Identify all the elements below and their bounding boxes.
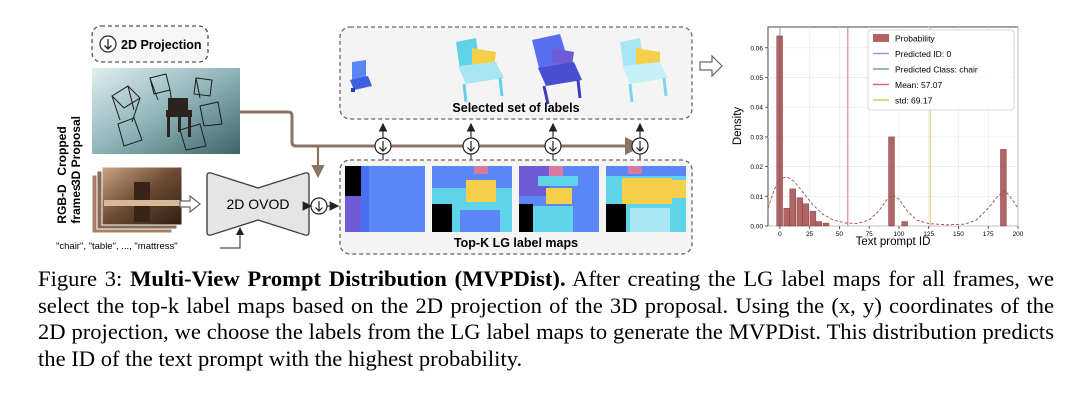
legend-entry: Predicted ID: 0	[895, 49, 951, 59]
density-bar	[783, 207, 790, 227]
y-tick-label: 0.06	[750, 45, 763, 52]
figure-caption: Figure 3: Multi-View Prompt Distribution…	[38, 266, 1054, 372]
x-tick-label: 150	[953, 231, 964, 238]
y-tick-label: 0.03	[750, 134, 763, 141]
selected-labels-panel: Selected set of labels	[339, 26, 693, 120]
y-tick-label: 0.02	[750, 164, 763, 171]
side-label-frames: frames	[69, 184, 83, 224]
side-label-proposal: 3D Proposal	[69, 116, 83, 186]
selected-label-chair-2	[456, 38, 504, 103]
density-bar	[789, 188, 796, 227]
proposal-image	[92, 68, 240, 154]
side-label-rgbd: RGB-D	[55, 184, 69, 224]
selected-labels-caption: Selected set of labels	[452, 101, 579, 115]
density-bar	[796, 197, 804, 227]
label-map-1	[345, 166, 425, 232]
x-tick-label: 100	[894, 231, 905, 238]
label-map-3	[519, 166, 599, 232]
legend-entry: std: 69.17	[895, 96, 933, 106]
y-tick-label: 0.01	[750, 194, 763, 201]
x-tick-label: 25	[806, 231, 814, 238]
legend-entry: Mean: 57.07	[895, 80, 943, 90]
density-bar	[822, 222, 830, 227]
density-bar	[802, 203, 809, 227]
projection-badge: 2D Projection	[91, 25, 209, 63]
selected-label-chair-4	[620, 38, 668, 103]
y-axis-label: Density	[732, 107, 744, 146]
x-tick-label: 125	[923, 231, 934, 238]
ovod-block: 2D OVOD	[206, 172, 310, 236]
density-bar	[888, 136, 895, 227]
caption-title: Multi-View Prompt Distribution (MVPDist)…	[130, 266, 566, 291]
figure-3: 2D Projection Cropped 3D Proposal RGB-D …	[55, 25, 1024, 255]
pipeline-diagram: 2D Projection Cropped 3D Proposal RGB-D …	[55, 25, 1024, 255]
topk-label-maps-panel: Top-K LG label maps	[339, 159, 693, 255]
tick-layer: 0.00 0.01 0.02 0.03 0.04 0.05 0.06 0 25 50 75 100 12…	[750, 45, 1023, 238]
side-label-cropped: Cropped	[55, 126, 69, 175]
projection-badge-label: 2D Projection	[121, 38, 202, 52]
density-bar	[901, 221, 908, 227]
x-tick-label: 50	[836, 231, 844, 238]
caption-prefix: Figure 3:	[38, 266, 131, 291]
y-tick-label: 0.05	[750, 75, 763, 82]
rgbd-frames-stack	[91, 166, 183, 234]
x-tick-label: 0	[778, 231, 782, 238]
y-tick-label: 0.00	[750, 224, 763, 231]
projection-flow-line	[240, 110, 643, 155]
density-bar	[776, 35, 783, 227]
topk-caption: Top-K LG label maps	[454, 236, 578, 250]
x-axis-label: Text prompt ID	[856, 236, 931, 248]
ovod-label: 2D OVOD	[226, 196, 289, 212]
y-tick-label: 0.04	[750, 105, 763, 112]
bar-layer	[776, 35, 1007, 227]
kde-layer	[767, 176, 1019, 226]
mvpdist-chart: 0.00 0.01 0.02 0.03 0.04 0.05 0.06 0 25 50 75 100 12…	[732, 26, 1024, 248]
kde-curve	[767, 176, 1019, 226]
caption-body: After creating the LG label maps for all…	[38, 266, 1054, 371]
density-bar	[809, 210, 817, 227]
x-tick-label: 200	[1013, 231, 1024, 238]
density-bar	[815, 221, 823, 227]
frames-to-ovod-arrow	[179, 194, 201, 214]
legend-entry: Predicted Class: chair	[895, 65, 978, 75]
x-tick-label: 175	[983, 231, 994, 238]
label-connectors	[378, 122, 645, 160]
to-distribution-arrow	[699, 54, 723, 78]
density-bar	[1000, 149, 1007, 227]
legend-entry: Probability	[895, 34, 935, 44]
x-tick-label: 75	[866, 231, 874, 238]
label-map-2	[432, 166, 512, 232]
legend-swatch	[873, 34, 889, 42]
prompt-list: "chair", "table", ..., "mattress"	[56, 241, 178, 252]
selected-label-chair-3	[532, 34, 582, 105]
select-node-icons	[374, 137, 649, 155]
selected-label-chair-1	[350, 60, 372, 92]
label-map-4	[606, 166, 686, 232]
